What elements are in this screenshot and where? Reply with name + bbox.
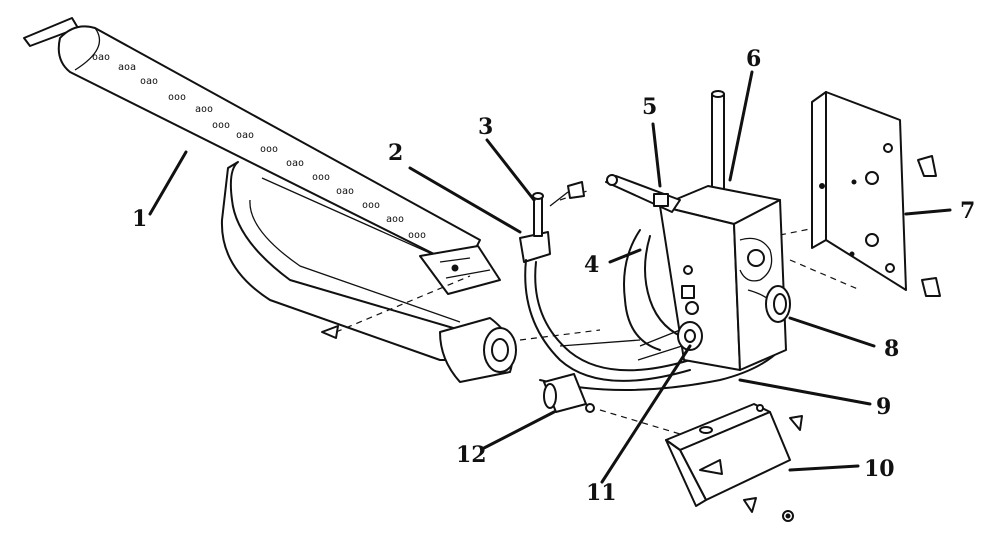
callout-11: 11 bbox=[586, 480, 617, 506]
svg-text:aoa: aoa bbox=[118, 62, 136, 73]
svg-text:ooo: ooo bbox=[312, 172, 330, 183]
callout-2: 2 bbox=[388, 140, 403, 166]
pilot-assembly bbox=[519, 181, 691, 382]
svg-text:oao: oao bbox=[236, 130, 254, 141]
callout-10: 10 bbox=[864, 456, 895, 482]
svg-text:aoo: aoo bbox=[195, 104, 213, 115]
mounting-bracket bbox=[811, 91, 941, 297]
svg-text:oao: oao bbox=[336, 186, 354, 197]
svg-text:ooo: ooo bbox=[260, 144, 278, 155]
screw-icon bbox=[321, 325, 339, 339]
svg-text:oao: oao bbox=[286, 158, 304, 169]
callout-7: 7 bbox=[960, 198, 975, 224]
callout-labels: 1 2 3 4 5 6 7 8 9 10 11 12 bbox=[132, 46, 975, 506]
callout-8: 8 bbox=[884, 336, 899, 362]
callout-6: 6 bbox=[746, 46, 761, 72]
bottom-bracket bbox=[665, 403, 803, 522]
leader-lines bbox=[148, 70, 952, 484]
gas-valve bbox=[559, 90, 791, 371]
svg-text:ooo: ooo bbox=[168, 92, 186, 103]
svg-text:ooo: ooo bbox=[408, 230, 426, 241]
svg-text:oao: oao bbox=[140, 76, 158, 87]
callout-4: 4 bbox=[584, 252, 599, 278]
svg-text:ooo: ooo bbox=[362, 200, 380, 211]
thermocouple-lead bbox=[539, 229, 781, 391]
orifice-fitting bbox=[543, 373, 595, 413]
burner-tube: oao aoa oao ooo aoo ooo oao ooo oao ooo … bbox=[23, 17, 517, 383]
callout-12: 12 bbox=[456, 442, 487, 468]
svg-text:ooo: ooo bbox=[212, 120, 230, 131]
callout-5: 5 bbox=[642, 94, 657, 120]
burner-ports: oao aoa oao ooo aoo ooo oao ooo oao ooo … bbox=[92, 52, 426, 241]
callout-9: 9 bbox=[876, 394, 891, 420]
svg-text:oao: oao bbox=[92, 52, 110, 63]
callout-1: 1 bbox=[132, 206, 147, 232]
callout-3: 3 bbox=[478, 114, 493, 140]
svg-text:aoo: aoo bbox=[386, 214, 404, 225]
